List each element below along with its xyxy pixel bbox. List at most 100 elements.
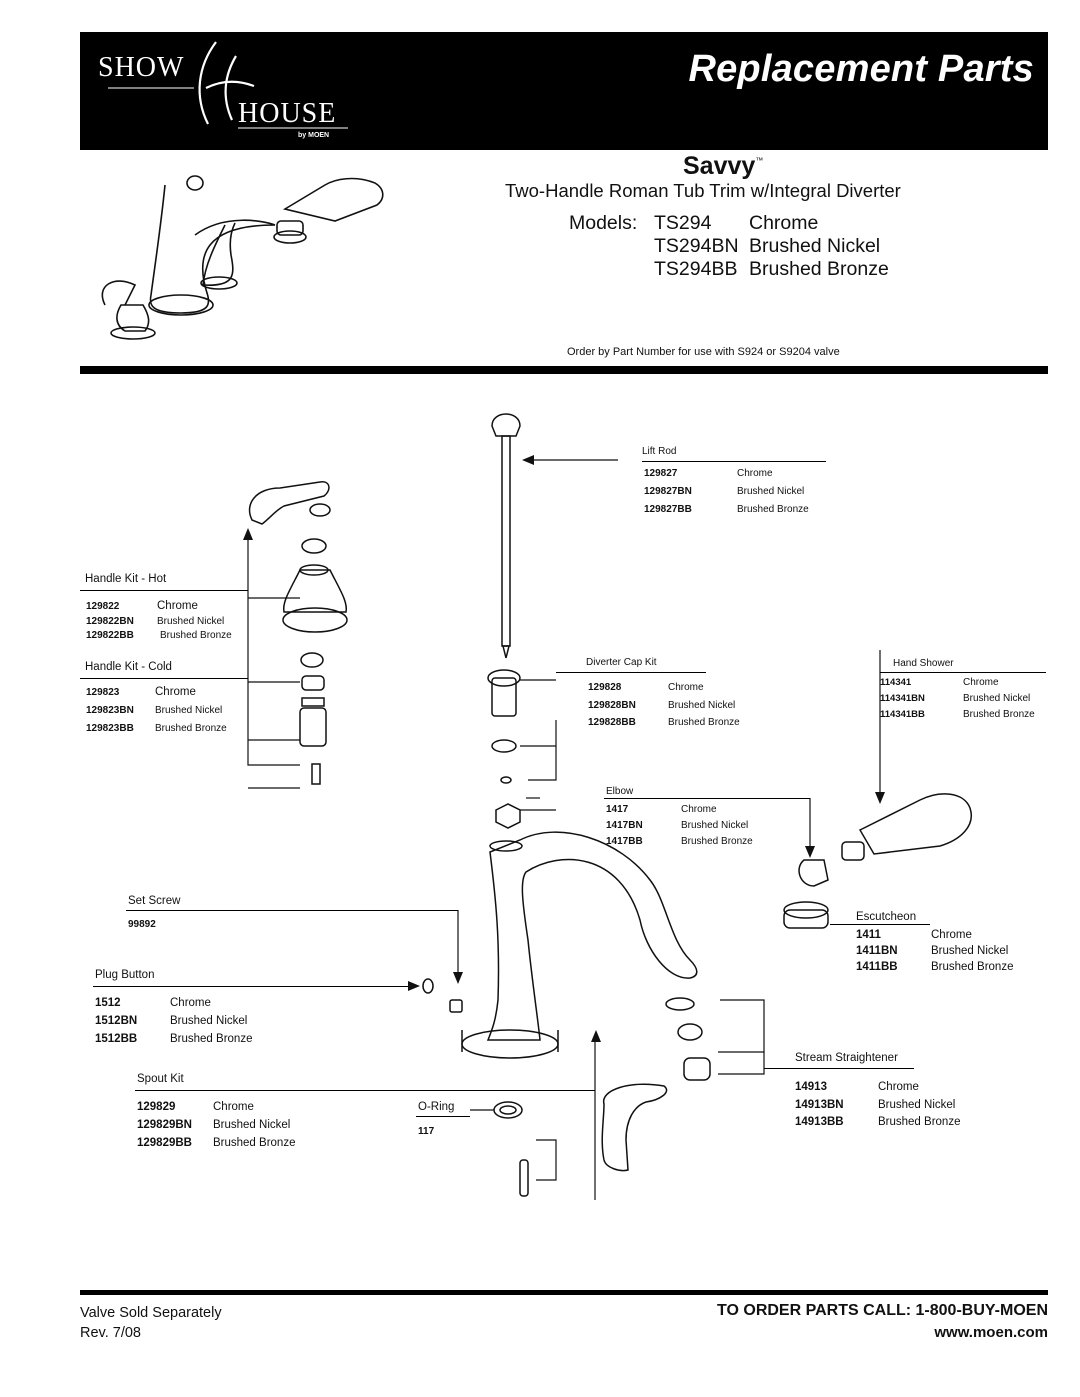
- part-finish: Chrome: [668, 682, 704, 693]
- exploded-parts-diagram: [243, 413, 973, 1200]
- label-underline: [642, 461, 826, 462]
- part-finish: Brushed Bronze: [160, 630, 232, 641]
- part-number: 1512BB: [95, 1033, 138, 1045]
- part-number: 129823: [86, 687, 120, 698]
- label-underline: [80, 678, 248, 679]
- part-label: Set Screw: [128, 895, 181, 907]
- part-label: Plug Button: [95, 969, 155, 981]
- part-label: Handle Kit - Hot: [85, 573, 167, 585]
- website-link[interactable]: www.moen.com: [934, 1324, 1048, 1341]
- part-label: Escutcheon: [856, 911, 917, 923]
- label-underline: [764, 1068, 914, 1069]
- part-number: 129823BB: [86, 723, 134, 734]
- order-note: Order by Part Number for use with S924 o…: [567, 346, 840, 358]
- part-finish: Brushed Bronze: [681, 836, 753, 847]
- part-finish: Chrome: [155, 686, 196, 698]
- product-name: Savvy™: [683, 152, 763, 181]
- part-finish: Brushed Bronze: [931, 961, 1014, 973]
- model-finish: Chrome: [749, 212, 819, 234]
- product-subtitle: Two-Handle Roman Tub Trim w/Integral Div…: [505, 180, 901, 201]
- part-finish: Chrome: [931, 929, 972, 941]
- part-number: 129822BB: [86, 630, 134, 641]
- part-number: 114341BB: [880, 709, 925, 720]
- part-label: Lift Rod: [642, 446, 677, 457]
- part-number: 99892: [128, 919, 156, 930]
- label-underline: [135, 1090, 595, 1091]
- part-label: Stream Straightener: [795, 1052, 898, 1064]
- model-finish: Brushed Nickel: [749, 235, 881, 257]
- part-finish: Brushed Nickel: [170, 1015, 248, 1027]
- logo-by-moen: by MOEN: [298, 132, 330, 139]
- part-finish: Chrome: [213, 1101, 254, 1113]
- part-number: 129829BB: [137, 1137, 192, 1149]
- label-underline: [830, 924, 930, 925]
- part-finish: Brushed Bronze: [737, 504, 809, 515]
- part-finish: Brushed Nickel: [931, 945, 1009, 957]
- part-finish: Chrome: [681, 804, 717, 815]
- part-number: 129827BN: [644, 486, 692, 497]
- model-number: TS294BN: [654, 235, 739, 257]
- part-number: 1411: [856, 929, 881, 941]
- model-number: TS294BB: [654, 258, 738, 280]
- part-finish: Brushed Nickel: [878, 1099, 956, 1111]
- label-underline: [556, 672, 706, 673]
- part-number: 129827BB: [644, 504, 692, 515]
- part-finish: Brushed Nickel: [668, 700, 736, 711]
- label-underline: [93, 986, 408, 987]
- part-number: 1411BN: [856, 945, 898, 957]
- logo-word-house: HOUSE: [238, 98, 337, 129]
- part-label: Diverter Cap Kit: [586, 657, 657, 668]
- product-name-text: Savvy: [683, 152, 756, 180]
- part-finish: Chrome: [878, 1081, 919, 1093]
- part-number: 129829: [137, 1101, 176, 1113]
- part-label: Elbow: [606, 786, 634, 797]
- label-underline: [126, 910, 458, 911]
- part-number: 114341: [880, 677, 912, 688]
- part-label: Handle Kit - Cold: [85, 661, 172, 673]
- model-finish: Brushed Bronze: [749, 258, 889, 280]
- part-number: 129822BN: [86, 616, 134, 627]
- part-finish: Brushed Nickel: [681, 820, 749, 831]
- part-finish: Chrome: [737, 468, 773, 479]
- part-finish: Chrome: [170, 997, 211, 1009]
- part-number: 114341BN: [880, 693, 925, 704]
- part-finish: Brushed Bronze: [963, 709, 1035, 720]
- model-number: TS294: [654, 212, 712, 234]
- part-number: 129823BN: [86, 705, 134, 716]
- header-banner: [80, 32, 1048, 150]
- part-number: 1512BN: [95, 1015, 138, 1027]
- part-finish: Brushed Bronze: [170, 1033, 253, 1045]
- revision: Rev. 7/08: [80, 1325, 141, 1341]
- logo-script-mark: [108, 41, 348, 129]
- part-number: 129828BB: [588, 717, 636, 728]
- part-finish: Brushed Nickel: [213, 1119, 291, 1131]
- showhouse-logo: SHOW HOUSE by MOEN: [98, 36, 358, 144]
- part-number: 14913BN: [795, 1099, 844, 1111]
- valve-note: Valve Sold Separately: [80, 1305, 222, 1321]
- label-underline: [80, 590, 248, 591]
- part-number: 129828: [588, 682, 622, 693]
- part-number: 117: [418, 1126, 435, 1137]
- part-number: 129822: [86, 601, 120, 612]
- label-underline: [604, 798, 810, 799]
- label-underline: [880, 672, 1046, 673]
- part-number: 1417: [606, 804, 629, 815]
- divider-rule: [80, 366, 1048, 374]
- order-phone: TO ORDER PARTS CALL: 1-800-BUY-MOEN: [717, 1302, 1048, 1319]
- footer-rule: [80, 1290, 1048, 1295]
- part-label: O-Ring: [418, 1101, 455, 1113]
- logo-word-show: SHOW: [98, 52, 185, 83]
- part-finish: Brushed Nickel: [737, 486, 805, 497]
- part-finish: Chrome: [157, 600, 198, 612]
- models-label: Models:: [569, 212, 638, 234]
- part-number: 129827: [644, 468, 678, 479]
- part-number: 1417BN: [606, 820, 643, 831]
- part-finish: Brushed Nickel: [157, 616, 225, 627]
- product-thumbnail: [101, 175, 384, 340]
- part-number: 129829BN: [137, 1119, 192, 1131]
- part-finish: Chrome: [963, 677, 999, 688]
- part-number: 14913BB: [795, 1116, 844, 1128]
- part-finish: Brushed Bronze: [213, 1137, 296, 1149]
- part-number: 14913: [795, 1081, 827, 1093]
- trademark: ™: [755, 156, 764, 165]
